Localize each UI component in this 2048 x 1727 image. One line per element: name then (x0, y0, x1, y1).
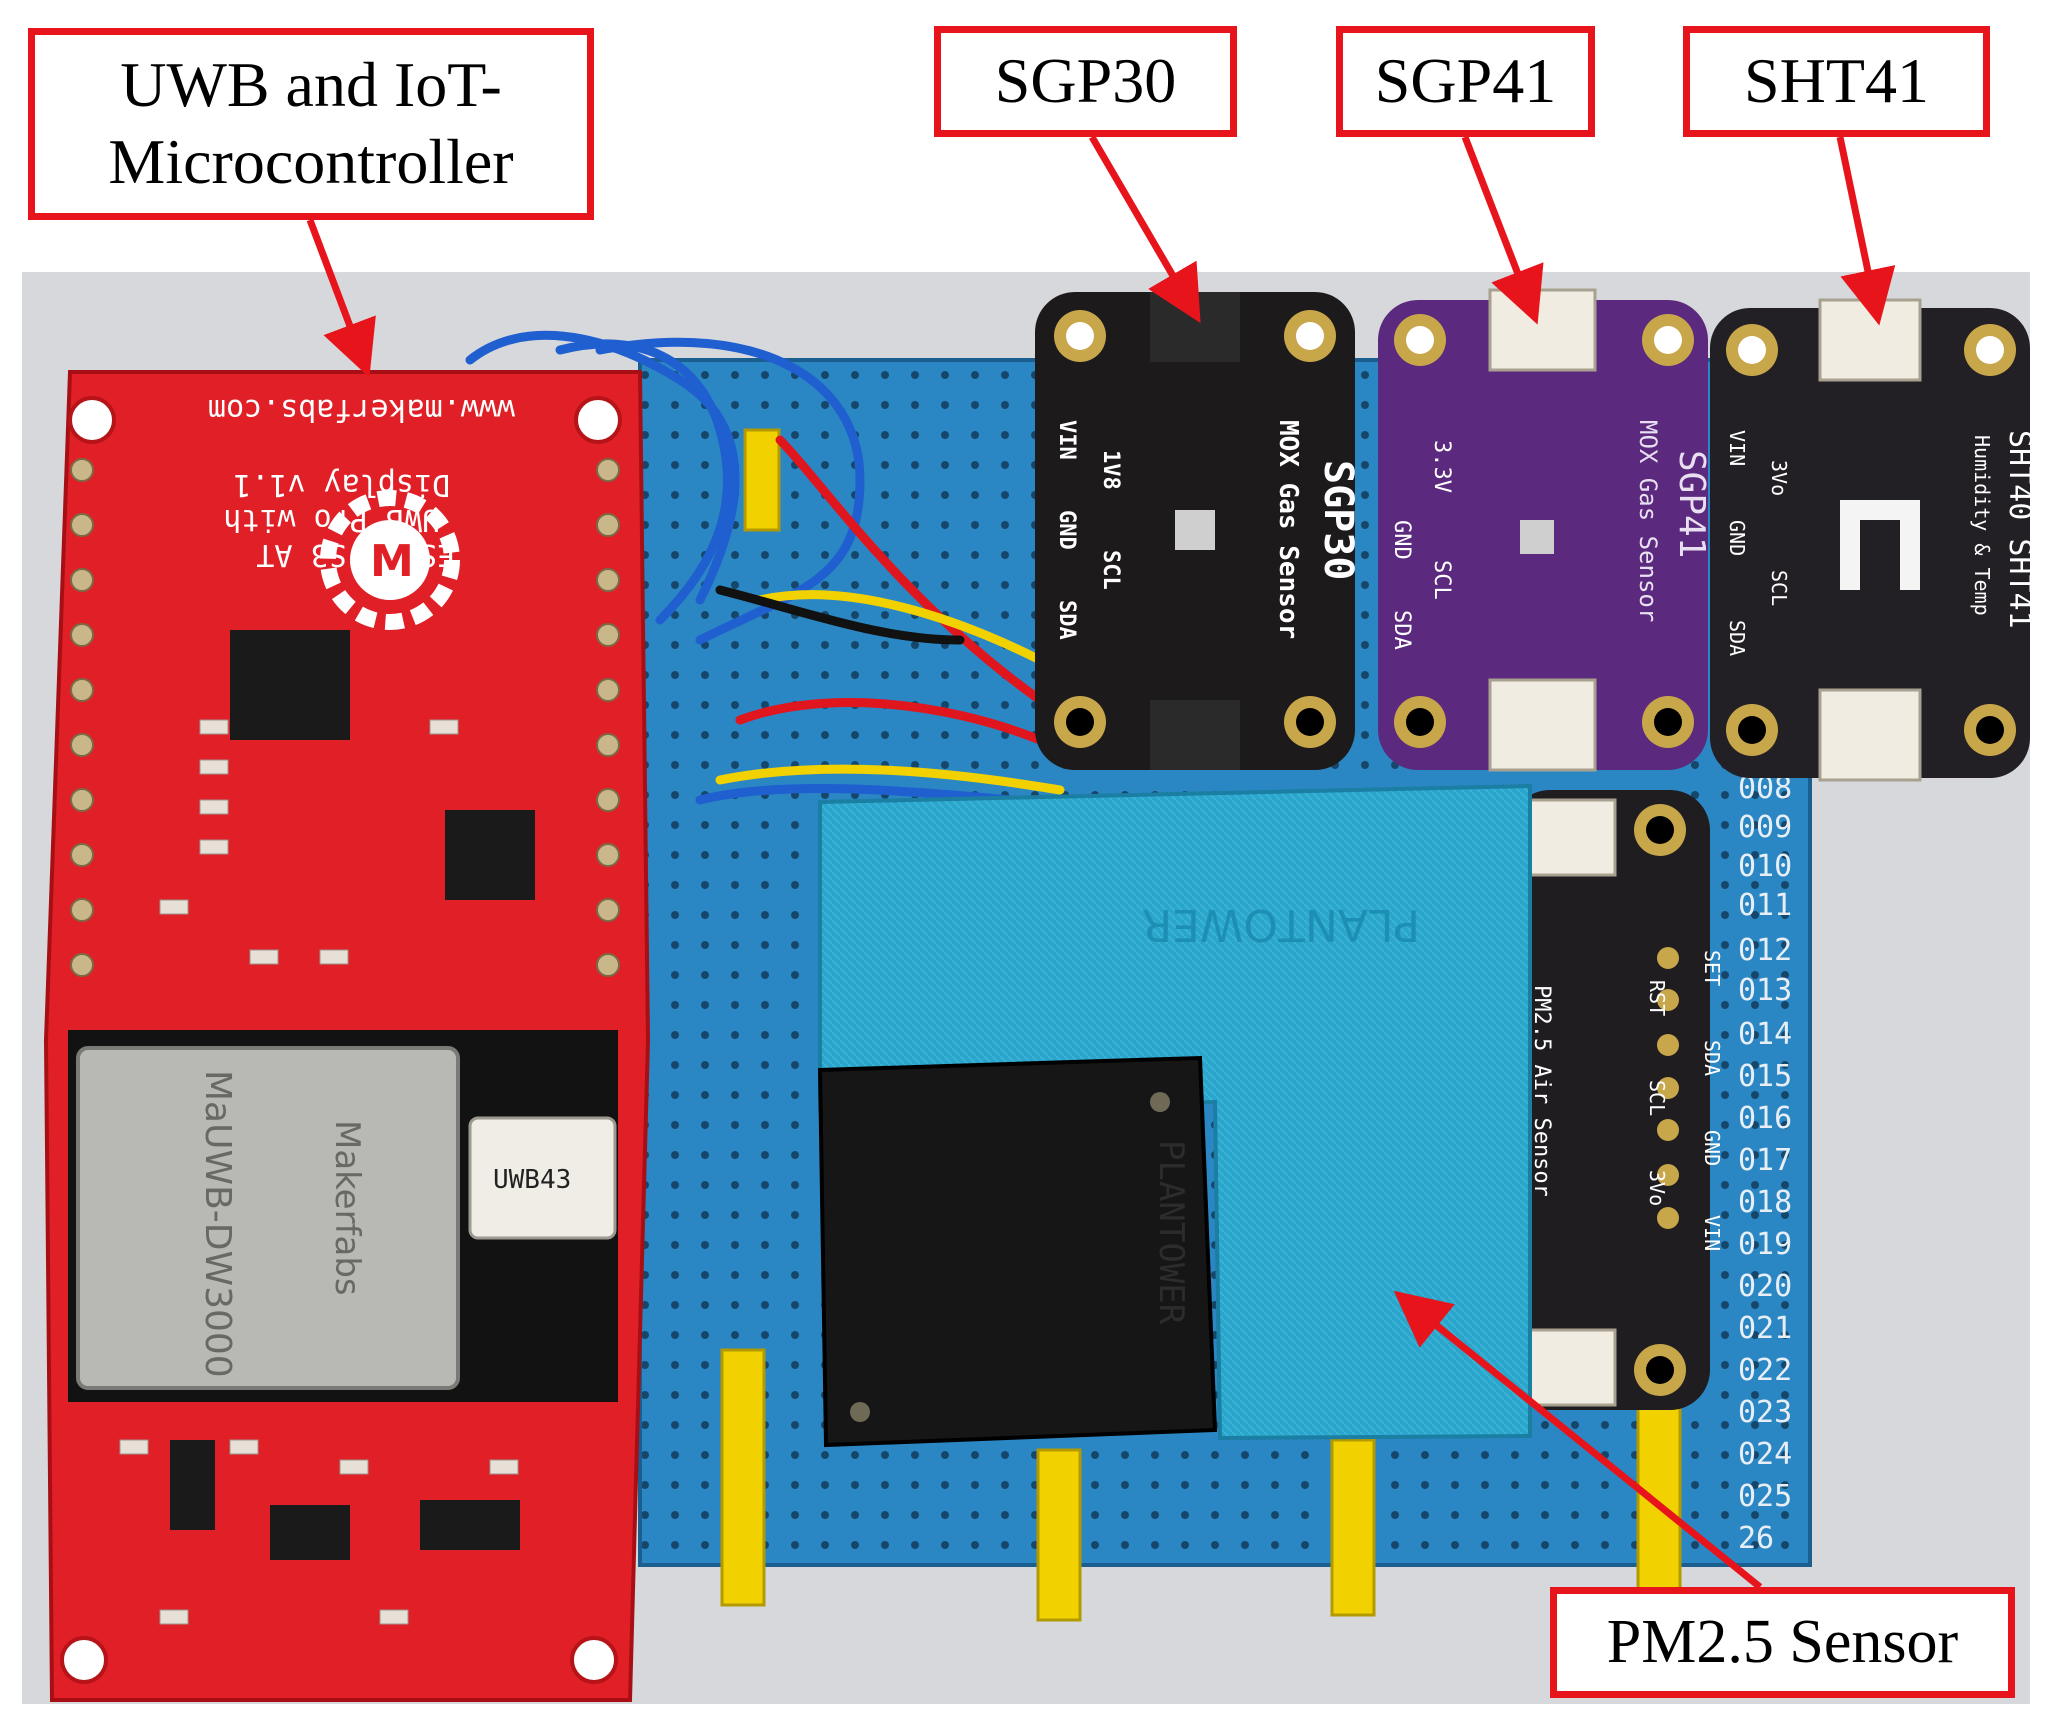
header-strip (743, 428, 781, 532)
uwb-antenna (468, 1116, 617, 1240)
pm25-pin-gnd: GND (1700, 1130, 1724, 1166)
plantower-side-label: PLANTOWER (1151, 1140, 1191, 1325)
row-label: 018 (1738, 1185, 1792, 1220)
row-label: 013 (1738, 973, 1792, 1008)
row-label: 011 (1738, 888, 1792, 923)
arrow-pm25 (1393, 1290, 1763, 1590)
header-strips (720, 428, 1682, 1622)
label-uwb-line2: Microcontroller (108, 126, 514, 197)
wire (775, 435, 1045, 705)
chip (445, 810, 535, 900)
row-label: 023 (1738, 1395, 1792, 1430)
chip (230, 630, 350, 740)
label-sgp41: SGP41 (1336, 26, 1595, 137)
sgp41-sensor-chip (1520, 520, 1554, 554)
uwb-module-labels: Makerfabs MaUWB-DW3000 (197, 1070, 367, 1378)
label-sht41: SHT41 (1683, 26, 1990, 137)
wire (715, 764, 1065, 795)
wire (735, 698, 1045, 745)
sht41-pin-scl: SCL (1767, 570, 1791, 606)
sgp30-pin-sda: SDA (1054, 600, 1079, 640)
row-label: 020 (1738, 1269, 1792, 1304)
makerfabs-logo-icon: M (320, 490, 460, 630)
row-label: 015 (1738, 1059, 1792, 1094)
row-label: 019 (1738, 1227, 1792, 1262)
pm25-pin-rst: RST (1645, 980, 1669, 1016)
wire (695, 783, 1015, 805)
header-strip (1036, 1448, 1082, 1622)
sgp30-board-desc: MOX Gas Sensor (1273, 420, 1303, 639)
chip (270, 1505, 350, 1560)
row-label: 021 (1738, 1311, 1792, 1346)
sgp41-board: SGP41 MOX Gas Sensor 3.3V GND SCL SDA (1378, 288, 1712, 772)
sgp41-pin-sda: SDA (1389, 610, 1414, 650)
wire (755, 590, 1045, 665)
wire (715, 585, 965, 645)
row-label: 26 (1738, 1521, 1774, 1556)
sgp41-pin-gnd: GND (1389, 520, 1414, 560)
row-label: 010 (1738, 849, 1792, 884)
pm25-pin-set: SET (1700, 950, 1724, 986)
arrow-uwb (306, 218, 376, 378)
sht41-board-desc: Humidity & Temp (1970, 435, 1994, 616)
sht41-board-label: SHT40 SHT41 (2002, 430, 2037, 629)
pm25-pin-sda: SDA (1700, 1040, 1724, 1076)
wires (465, 330, 1065, 805)
chip (170, 1440, 215, 1530)
label-pm25-sensor: PM2.5 Sensor (1550, 1587, 2015, 1698)
label-sgp30: SGP30 (934, 26, 1237, 137)
pm25-sensor: PLANTOWER PLANTOWER (817, 783, 1532, 1448)
sht41-pin-gnd: GND (1725, 520, 1749, 556)
wire (465, 330, 740, 605)
row-label: 017 (1738, 1143, 1792, 1178)
row-label: 024 (1738, 1437, 1792, 1472)
chip (420, 1500, 520, 1550)
row-label: 014 (1738, 1017, 1792, 1052)
row-label: 012 (1738, 933, 1792, 968)
uwb-module (76, 1046, 460, 1390)
pm25-pin-3vo: 3Vo (1645, 1170, 1669, 1206)
sgp30-sensor-chip (1175, 510, 1215, 550)
sgp41-pin-scl: SCL (1429, 560, 1454, 600)
header-strip (1330, 1438, 1376, 1617)
sht41-pin-vin: VIN (1725, 430, 1749, 466)
esp-website: www.makerfabs.com (208, 392, 515, 427)
sht41-pin-sda: SDA (1725, 620, 1749, 656)
esp32-uwb-board: www.makerfabs.com Display v1.1 UWB Pro w… (43, 370, 651, 1702)
sgp41-board-desc: MOX Gas Sensor (1634, 420, 1662, 622)
label-uwb-line1: UWB and IoT- (120, 49, 502, 121)
sgp41-board-label: SGP41 (1671, 450, 1712, 558)
uwb-module-model: MaUWB-DW3000 (197, 1070, 238, 1378)
svg-text:M: M (370, 536, 414, 587)
sgp30-board: SGP30 MOX Gas Sensor VIN 1V8 GND SCL SDA (1035, 292, 1361, 770)
row-label: 022 (1738, 1353, 1792, 1388)
arrow-sgp41 (1461, 135, 1544, 325)
sgp41-pin-3v3: 3.3V (1429, 440, 1454, 493)
sht41-sensor-window (1840, 500, 1920, 590)
callout-arrows (306, 135, 1896, 1590)
protoboard-row-labels: 008 009 010 011 012 013 014 015 016 017 … (1738, 771, 1792, 1556)
pm25-pin-scl: SCL (1645, 1080, 1669, 1116)
label-uwb-microcontroller: UWB and IoT- Microcontroller (28, 28, 594, 220)
sgp30-board-label: SGP30 (1315, 460, 1361, 580)
pm25-pin-vin: VIN (1700, 1215, 1724, 1251)
plantower-top-label: PLANTOWER (1142, 899, 1420, 950)
sht41-pin-3vo: 3Vo (1767, 460, 1791, 496)
arrow-sht41 (1836, 136, 1896, 326)
pm25-board-desc: PM2.5 Air Sensor (1529, 985, 1554, 1197)
pm25-adapter-board: PM2.5 Air Sensor SET RST SDA SCL GND 3Vo… (1510, 790, 1724, 1410)
row-label: 016 (1738, 1101, 1792, 1136)
row-label: 009 (1738, 810, 1792, 845)
sgp30-pin-1v8: 1V8 (1098, 450, 1123, 490)
sht41-board: SHT40 SHT41 Humidity & Temp VIN 3Vo GND … (1710, 298, 2037, 782)
uwb-module-brand: Makerfabs (327, 1120, 367, 1296)
row-label: 025 (1738, 1479, 1792, 1514)
sgp30-pin-gnd: GND (1054, 510, 1079, 550)
sgp30-pin-scl: SCL (1098, 550, 1123, 590)
arrow-sgp30 (1088, 135, 1201, 324)
uwb-antenna-label: UWB43 (493, 1165, 571, 1195)
header-strip (720, 1348, 766, 1607)
sgp30-pin-vin: VIN (1054, 420, 1079, 460)
